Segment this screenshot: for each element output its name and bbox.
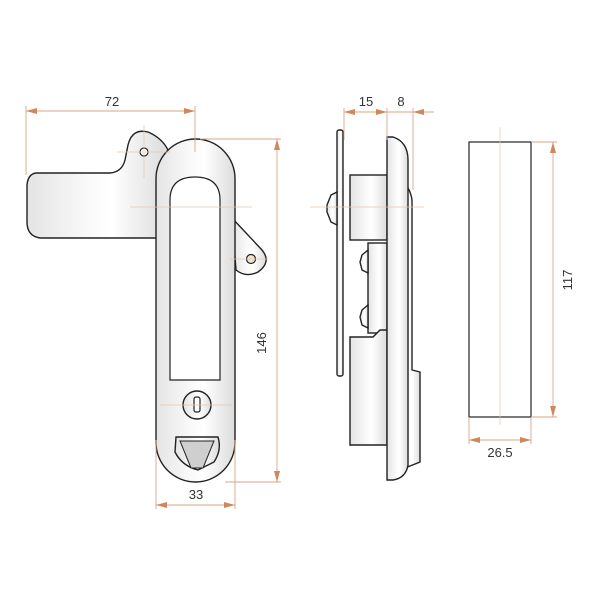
right-tab [231,216,267,276]
dimension-15: 15 [359,94,373,109]
side-view: 15 8 [310,94,434,481]
lever-arm [26,130,169,239]
mounting-plate [336,129,344,377]
lower-block [367,242,388,334]
nut-lower [359,303,369,330]
bolt-head [326,190,338,227]
front-view: 72 146 33 [25,94,281,509]
dimension-26-5: 26.5 [487,445,512,460]
push-button [179,440,215,469]
front-plate [386,136,409,481]
dimension-8: 8 [397,94,404,109]
lower-cylinder [349,329,388,446]
dimension-72: 72 [105,94,119,109]
handle-slot [169,176,221,381]
dimension-33: 33 [189,487,203,502]
panel-cutout-view: 117 26.5 [468,127,575,460]
dimension-146: 146 [254,332,269,354]
upper-block [349,174,388,241]
keyhole-icon [193,396,201,413]
nut-upper [359,248,369,275]
dimension-117: 117 [560,270,575,291]
